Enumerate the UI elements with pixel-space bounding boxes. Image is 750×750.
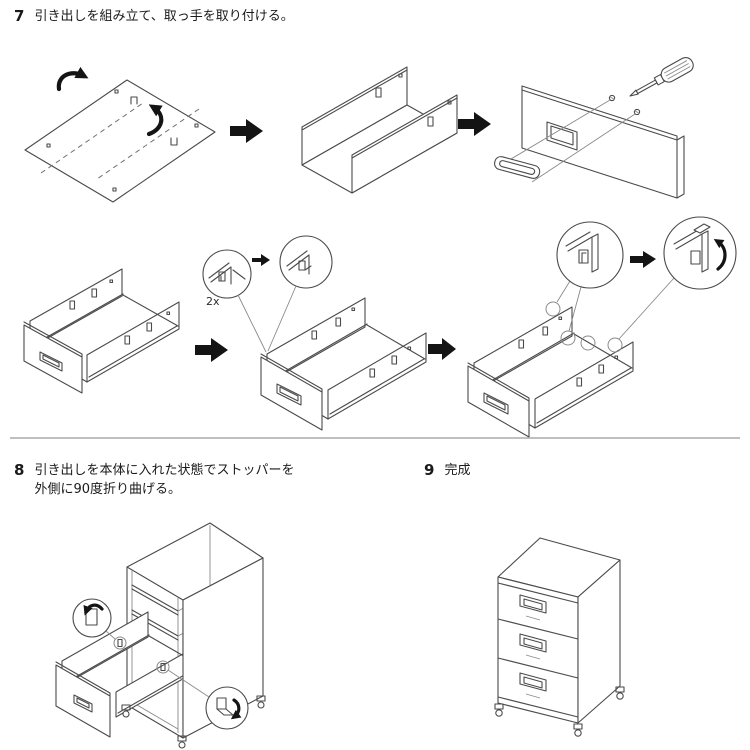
fig-drawer-front-attached [23, 268, 180, 394]
fig-cabinet-drawer-inserted [55, 522, 266, 749]
step-9-text: 完成 [444, 463, 471, 478]
fig-cabinet-finished [494, 537, 625, 737]
drawer-handle [276, 383, 302, 406]
step-7-number: 7 [14, 7, 25, 25]
drawer-handle [73, 694, 93, 713]
step-8-text-line-1: 引き出しを本体に入れた状態でストッパーを [34, 463, 295, 478]
drawer-handle [519, 672, 547, 699]
callout-stopper-bend-right [167, 669, 249, 730]
highlight-ring [545, 301, 561, 317]
highlight-ring [580, 335, 596, 351]
screw-icon [608, 94, 616, 102]
arrow-right-icon [428, 338, 456, 360]
drawer-handle [39, 351, 63, 372]
stopper-location-ring [156, 660, 170, 674]
arrow-right-icon [252, 254, 270, 266]
arrow-right-icon [195, 338, 228, 362]
callout-corner-tab-after [663, 216, 737, 290]
drawer-handle [519, 594, 547, 621]
callout-tab-before [202, 249, 252, 299]
fig-folded-channel [301, 66, 458, 194]
callout-leader-lines [237, 285, 297, 353]
step-9-number: 9 [424, 461, 435, 479]
step-8-number: 8 [14, 461, 25, 479]
callout-tab-after [279, 235, 333, 289]
step-8-text: 引き出しを本体に入れた状態でストッパーを 外側に90度折り曲げる。 [34, 461, 294, 499]
quantity-label: 2x [206, 295, 220, 308]
drawer-handle [494, 156, 541, 179]
highlight-ring [560, 330, 576, 346]
arrow-right-icon [458, 112, 491, 136]
step-7-header: 7 引き出しを組み立て、取っ手を取り付ける。 [14, 7, 294, 26]
drawer-handle [519, 633, 547, 660]
slot-cutout [375, 87, 382, 98]
fold-arrow-icon [56, 66, 89, 92]
fig-drawer-assembled [260, 297, 427, 431]
caster-icon [121, 695, 266, 749]
stopper-location-ring [113, 636, 127, 650]
screwdriver-icon [629, 56, 694, 97]
slot-cutout [170, 137, 178, 146]
arrow-right-icon [230, 119, 263, 143]
drawer-slide-rails [131, 584, 179, 641]
callout-stopper-bend-left [72, 598, 116, 640]
fold-arrow-icon [713, 238, 727, 271]
caster-icon [494, 686, 625, 737]
callout-corner-tab-before [556, 221, 624, 289]
step-8-header: 8 引き出しを本体に入れた状態でストッパーを 外側に90度折り曲げる。 [14, 461, 294, 499]
fig-handle-attachment [494, 56, 694, 199]
fold-arrow-icon [83, 603, 104, 616]
step-9-header: 9 完成 [424, 461, 470, 480]
slot-cutout [130, 96, 138, 105]
highlight-ring [607, 337, 623, 353]
slot-cutout [427, 116, 434, 127]
fig-flat-drawer-blank [24, 66, 216, 203]
fold-arrow-icon [230, 698, 242, 720]
step-7-text: 引き出しを組み立て、取っ手を取り付ける。 [34, 9, 294, 24]
fig-drawer-complete [467, 301, 634, 438]
arrow-right-icon [630, 251, 656, 268]
callout-leader-lines [556, 277, 675, 340]
drawer-handle [483, 392, 509, 415]
fold-arrow-icon [146, 104, 164, 137]
label-holder-frame [546, 121, 578, 151]
screw-icon [633, 108, 641, 116]
step-8-text-line-2: 外側に90度折り曲げる。 [34, 482, 181, 497]
